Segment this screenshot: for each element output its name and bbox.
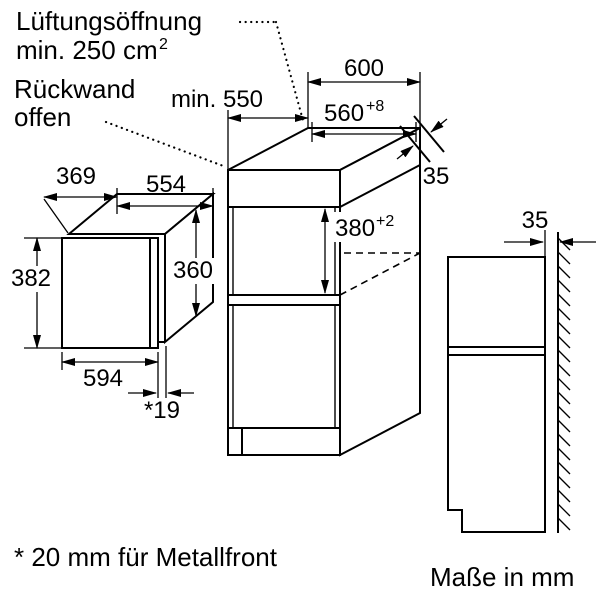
footer: * 20 mm für Metallfront Maße in mm [14,542,574,592]
microwave-drawing: 369 554 382 360 594 [10,163,216,424]
dim-wall-gap: 35 [504,207,596,257]
dim-appliance-body-height: 360 [170,209,216,317]
niche-interior-edge [339,164,421,208]
side-view-drawing: 35 [447,207,596,533]
rear-wall-annotation: Rückwand offen [14,74,228,169]
vent-label-superscript: 2 [159,36,168,53]
dim-appliance-body-width: 554 [116,171,214,214]
wall-hatching [557,237,571,531]
metal-front-footnote: * 20 mm für Metallfront [14,542,278,572]
dim-cabinet-min-depth: min. 550 [171,86,309,170]
vent-annotation: Lüftungsöffnung min. 250 cm 2 [16,6,306,126]
units-label: Maße in mm [430,562,574,592]
dim-appliance-front-height: 382 [10,237,64,349]
dim-594-label: 594 [83,365,123,392]
rear-wall-leader-line [104,120,228,169]
dim-35-cabinet-label: 35 [423,163,450,190]
vent-leader-line [274,20,306,126]
cabinet-drawing: 600 min. 550 560 +8 35 380 [171,55,450,457]
dim-360-label: 360 [173,257,213,284]
dim-369-label: 369 [56,163,96,190]
cabinet-side-face [339,126,421,457]
microwave-door [61,237,159,349]
dim-382-label: 382 [11,265,51,292]
dim-560-label: 560 [324,100,364,127]
vent-label-line2: min. 250 cm [16,35,158,65]
dim-560-tolerance: +8 [366,98,384,115]
rear-wall-label-line2: offen [14,102,71,132]
dim-554-label: 554 [146,171,186,198]
dim-appliance-front-width: 594 [61,352,159,398]
dim-cabinet-rear-gap: 35 [396,115,450,190]
hidden-shelf-rear-edge [339,252,421,296]
side-view-cabinet [447,256,546,533]
dim-19-label: *19 [144,397,180,424]
rear-wall-label-line1: Rückwand [14,74,135,104]
dim-380-tolerance: +2 [376,213,394,230]
dim-niche-height: 380 +2 [321,208,395,294]
dim-cabinet-top-width: 600 [307,55,421,128]
cabinet-front-face [227,169,341,456]
dim-min550-label: min. 550 [171,86,263,113]
dim-35-wall-label: 35 [522,207,549,234]
dim-door-protrusion: *19 [128,346,194,424]
dim-appliance-depth: 369 [43,163,118,234]
dim-600-label: 600 [344,55,384,82]
dim-niche-width: 560 +8 [311,98,417,142]
dim-380-label: 380 [335,215,375,242]
vent-label-line1: Lüftungsöffnung [16,6,202,36]
